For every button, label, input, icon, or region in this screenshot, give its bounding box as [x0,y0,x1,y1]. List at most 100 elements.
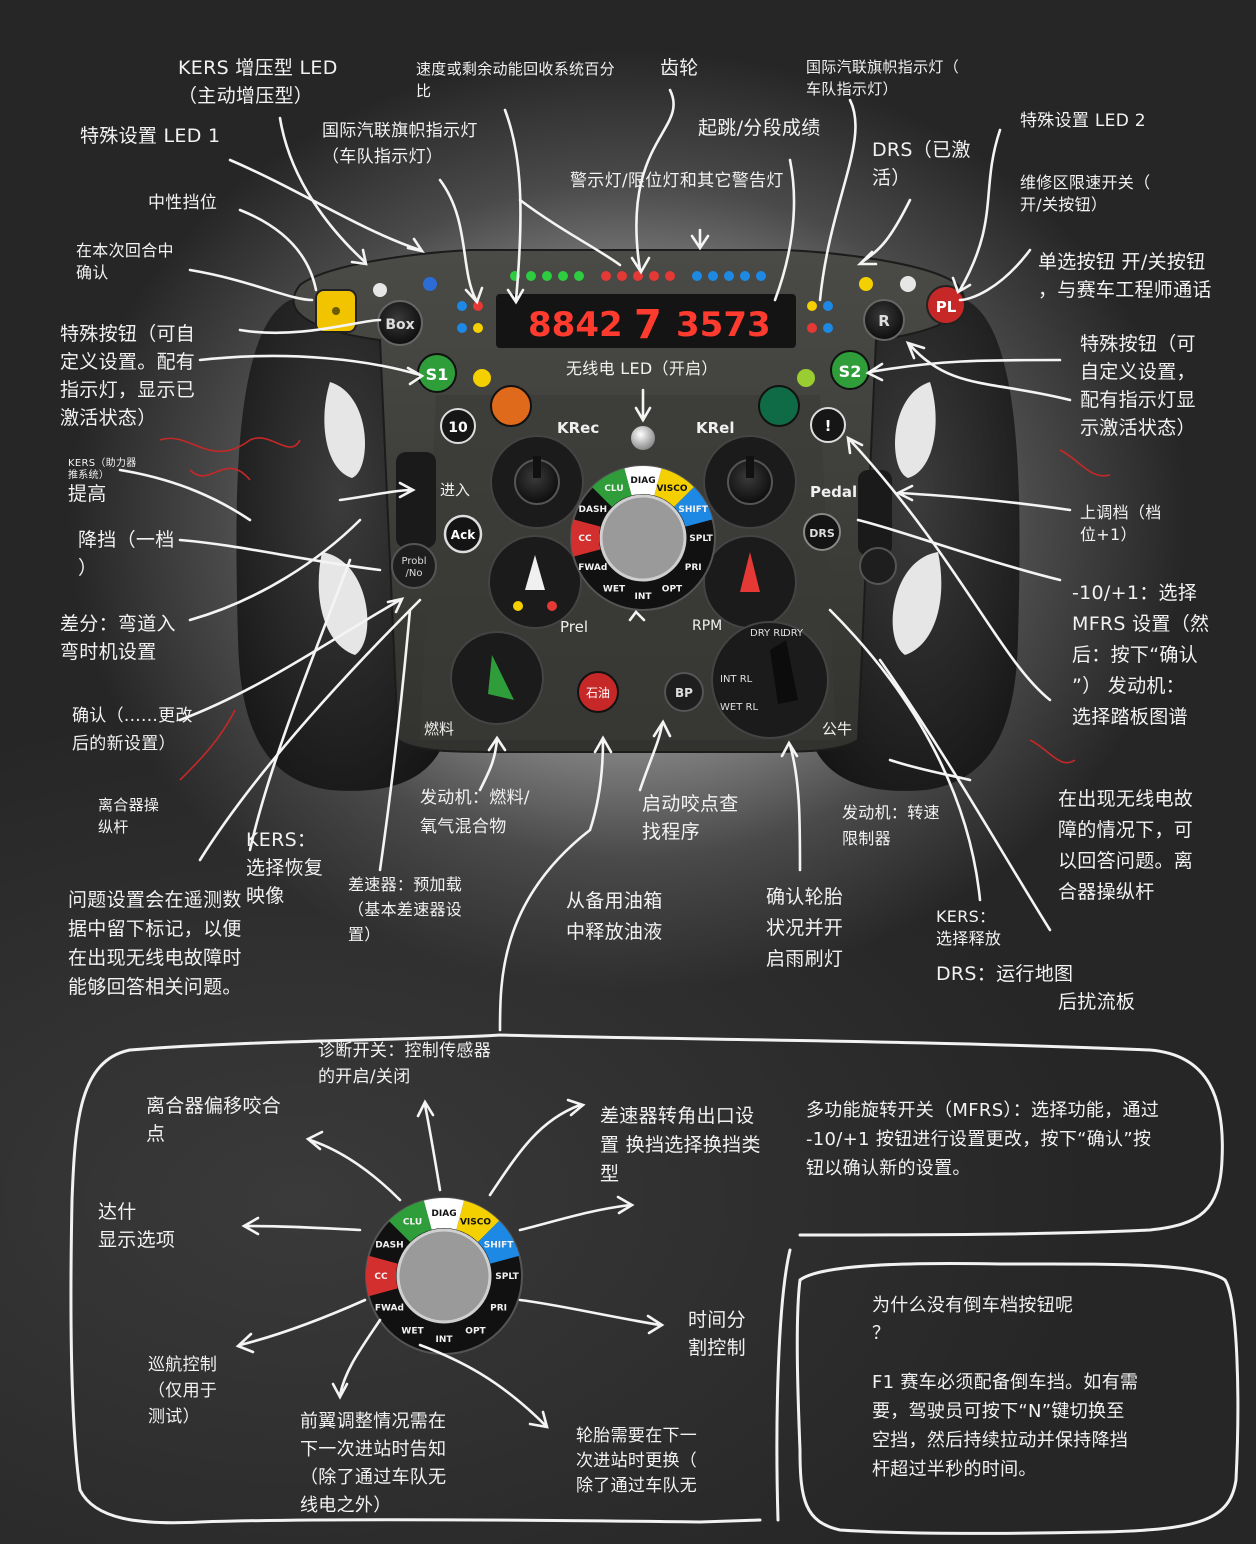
right-paddle[interactable] [858,470,892,556]
bp-button[interactable] [664,672,704,712]
left-paddle[interactable] [396,452,436,548]
green-button[interactable] [758,385,800,427]
s2-button-label: S2 [839,362,862,381]
drs-button[interactable] [803,513,841,551]
label-neutral: 中性挡位 [148,193,218,213]
label-fia-flag-top: 国际汽联旗帜指示灯（ 车队指示灯） [806,58,960,98]
jinru-label: 进入 [440,481,470,499]
label-rear-wing: 后扰流板 [1058,991,1136,1013]
rpm-knob[interactable] [703,535,797,629]
blue-led-left [423,277,437,291]
right-grip-hole-upper [895,382,936,478]
r-button[interactable] [863,299,905,341]
drs-button-label: DRS [809,527,835,540]
s1-button-label: S1 [426,365,449,384]
mfrs-mode-int: INT [435,1335,453,1345]
label-gear: 齿轮 [660,57,699,79]
mfrs-segment-shift [477,1220,520,1264]
mfrs-segment-cc [365,1255,398,1297]
tyre-knob[interactable] [711,621,829,739]
mfrs-label-cruise: 巡航控制 （仅用于 测试） [148,1355,218,1427]
dash-display [496,294,796,348]
label-special-btn-left: 特殊按钮（可自 定义设置。配有 指示灯，显示已 激活状态） [60,323,196,429]
mfrs-mode-diag: DIAG [630,476,655,486]
display-gear-readout: 7 [634,302,662,348]
orange-button[interactable] [490,385,532,427]
mfrs-segment-visco [456,1200,500,1243]
pl-button[interactable] [926,285,966,325]
ack-button[interactable] [443,514,483,554]
label-problem-note: 问题设置会在遥测数 据中留下标记，以便 在出现无线电故障时 能够回答相关问题。 [68,889,242,998]
mfrs-panel-outline [69,1033,1224,1525]
mfrs-segment-visco [654,468,694,507]
label-boost: 提高 [68,483,107,505]
display-left-readout: 8842 [528,305,623,345]
label-kers-release: KERS： 选择释放 [936,907,1002,948]
rpm-int-rl-label: INT RL [720,674,753,685]
mfrs-segment-cc [571,519,601,557]
label-speed-pct: 速度或剩余动能回收系统百分 比 [416,60,615,100]
label-diff-preload: 差速器：预加载 （基本差速器设 置） [348,875,463,944]
mfrs-mode-pri: PRI [685,563,702,573]
prel-knob[interactable] [488,535,582,629]
s2-indicator-led [797,369,815,387]
plus1-button[interactable] [810,407,846,443]
box-button-label: Box [385,317,414,333]
mfrs-mode-dash: DASH [375,1241,403,1251]
label-special-led2: 特殊设置 LED 2 [1020,111,1146,131]
mfrs-mode-wet: WET [401,1327,424,1337]
neutral-icon [332,307,340,315]
minus10-button-label: 10 [448,420,468,436]
label-special-led1: 特殊设置 LED 1 [80,125,221,147]
rpm-wet-rl-label: WET RL [720,702,758,713]
label-tyre-wiper: 确认轮胎 状况并开 启雨刷灯 [766,886,844,970]
minus10-button[interactable] [440,408,476,444]
mfrs-mode-pri: PRI [490,1304,507,1314]
krec-knob[interactable] [490,435,584,529]
mfrs-mode-visco: VISCO [656,484,687,494]
red-scribble-4 [1059,449,1111,477]
label-pit-limiter: 维修区限速开关（ 开/关按钮） [1020,173,1151,214]
problem-button-label-2: /No [406,568,423,579]
right-grip-hole-lower [892,552,942,655]
mfrs-label-front-wing: 前翼调整情况需在 下一次进站时告知 （除了通过车队无 线电之外） [300,1411,447,1516]
krel-knob[interactable] [703,435,797,529]
reverse-answer: F1 赛车必须配备倒车挡。如有需 要，驾驶员可按下“N”键切换至 空挡，然后持续… [872,1372,1139,1480]
mfrs-segment-diag [624,466,662,496]
left-grip-hole-upper [324,382,365,478]
display-right-readout: 3573 [676,305,771,345]
mfrs-label-dash: 达什 显示选项 [98,1201,176,1251]
rpm-dry-rl-label: DRY RL [750,628,786,639]
problem-button[interactable] [391,543,437,589]
mfrs-mode-fwad: FWAd [578,563,607,573]
right-small-button[interactable] [859,547,897,585]
ack-button-label: Ack [451,528,476,542]
mfrs-description: 多功能旋转开关（MFRS）：选择功能，通过 -10/+1 按钮进行设置更改，按下… [806,1100,1160,1179]
flag-leds-right [807,301,833,333]
pedal-label: Pedal [810,483,857,501]
mfrs-segment-shift [674,487,713,527]
mfrs-hub [396,1228,492,1324]
s2-button[interactable] [830,350,870,390]
flag-leds-left [457,301,483,333]
rpm-dry-label: DRY [783,628,804,639]
label-confirm-change: 确认（......更改 后的新设置） [72,706,193,754]
label-engine-fuel: 发动机：燃料/ 氧气混合物 [420,788,530,837]
left-grip-hole-lower [318,552,368,655]
fuel-knob[interactable] [450,631,544,725]
oil-button[interactable] [577,671,619,713]
s1-indicator-led [473,369,491,387]
label-warning-lights: 警示灯/限位灯和其它警告灯 [570,171,784,191]
mfrs-mode-clu: CLU [403,1218,422,1228]
label-kers-boost-tiny: KERS（助力器 推系统） [68,458,137,481]
label-rev-limiter: 发动机：转速 限制器 [842,803,940,848]
mfrs-rotary-switch[interactable]: DIAGVISCOSHIFTSPLTPRIOPTINTWETFWAdCCDASH… [570,465,716,611]
red-scribble-5 [1029,739,1076,764]
red-scribble-1 [159,437,301,453]
mfrs-mode-shift: SHIFT [678,505,709,515]
radio-led [631,426,655,450]
mfrs-rotary-switch-detail: DIAGVISCOSHIFTSPLTPRIOPTINTWETFWAdCCDASH… [365,1197,523,1355]
krec-label: KRec [557,419,599,437]
box-button[interactable] [377,300,423,346]
